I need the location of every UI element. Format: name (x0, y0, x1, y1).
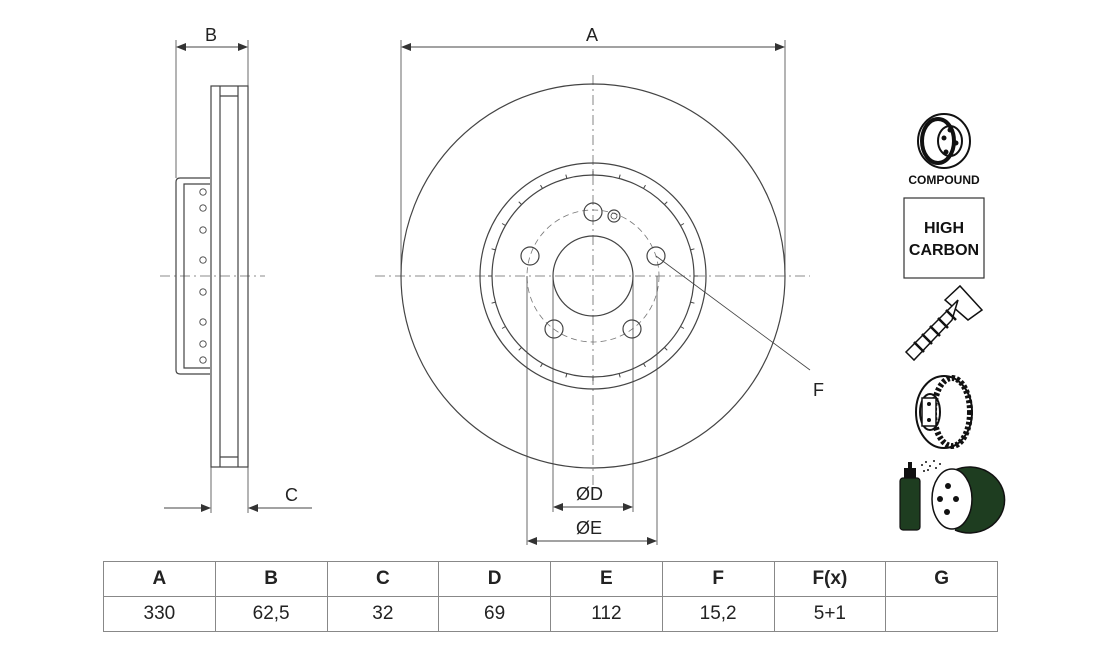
value-e: 112 (550, 596, 663, 632)
spec-table-header-row: A B C D E F F(x) G (103, 561, 998, 597)
side-view (160, 40, 312, 513)
hat-tick (518, 201, 522, 205)
dim-label-e: ØE (576, 518, 602, 538)
high-carbon-icon: HIGH CARBON (903, 197, 985, 279)
value-f: 15,2 (661, 596, 775, 632)
spec-table-value-row: 330 62,5 32 69 112 15,2 5+1 (103, 596, 998, 632)
compound-disc-icon (917, 113, 971, 169)
hat-tick (565, 373, 568, 378)
high-carbon-line2: CARBON (909, 242, 979, 259)
header-e: E (550, 561, 663, 597)
hat-tick (491, 301, 496, 304)
hat-tick (643, 184, 646, 189)
hat-tick (540, 363, 543, 368)
hat-tick (680, 223, 685, 226)
dim-label-d: ØD (576, 484, 603, 504)
screw-icon (904, 284, 984, 362)
vented-disc-icon (915, 375, 973, 449)
front-view (375, 40, 811, 545)
header-g: G (885, 561, 998, 597)
value-c: 32 (326, 596, 440, 632)
hat-tick (664, 201, 668, 205)
hat-tick (643, 363, 646, 368)
hat-tick (501, 223, 506, 226)
hat-outer (479, 162, 707, 390)
hat-tick (690, 301, 695, 304)
hat-tick (618, 373, 621, 378)
value-fx: 5+1 (773, 596, 887, 632)
hat-tick (518, 347, 522, 351)
header-d: D (438, 561, 551, 597)
brake-disc-technical-drawing: B C (160, 25, 1006, 545)
side-bolt-holes (199, 188, 207, 364)
header-a: A (103, 561, 216, 597)
value-d: 69 (438, 596, 551, 632)
compound-label: COMPOUND (908, 173, 980, 187)
header-c: C (326, 561, 440, 597)
bolt-holes (520, 202, 666, 339)
hat-tick (618, 174, 621, 179)
bolt-circle (526, 209, 660, 343)
coated-disc-spray-icon (899, 460, 1006, 534)
hat-ticks (488, 171, 698, 381)
spec-table: A B C D E F F(x) G 330 62,5 32 69 112 15… (103, 561, 998, 632)
hat-tick (690, 248, 695, 251)
hat-tick (664, 347, 668, 351)
value-g (885, 596, 998, 632)
hat-tick (491, 248, 496, 251)
header-fx: F(x) (773, 561, 887, 597)
hat-tick (501, 326, 506, 329)
hat-tick (680, 326, 685, 329)
value-b: 62,5 (214, 596, 328, 632)
dim-label-a: A (586, 25, 598, 45)
hat-tick (540, 184, 543, 189)
disc-outer-edge (400, 83, 786, 469)
hat-tick (565, 174, 568, 179)
header-b: B (214, 561, 328, 597)
value-a: 330 (103, 596, 216, 632)
dim-label-f: F (813, 380, 824, 400)
dim-label-c: C (285, 485, 298, 505)
header-f: F (661, 561, 775, 597)
high-carbon-line1: HIGH (924, 220, 964, 237)
dim-label-b: B (205, 25, 217, 45)
